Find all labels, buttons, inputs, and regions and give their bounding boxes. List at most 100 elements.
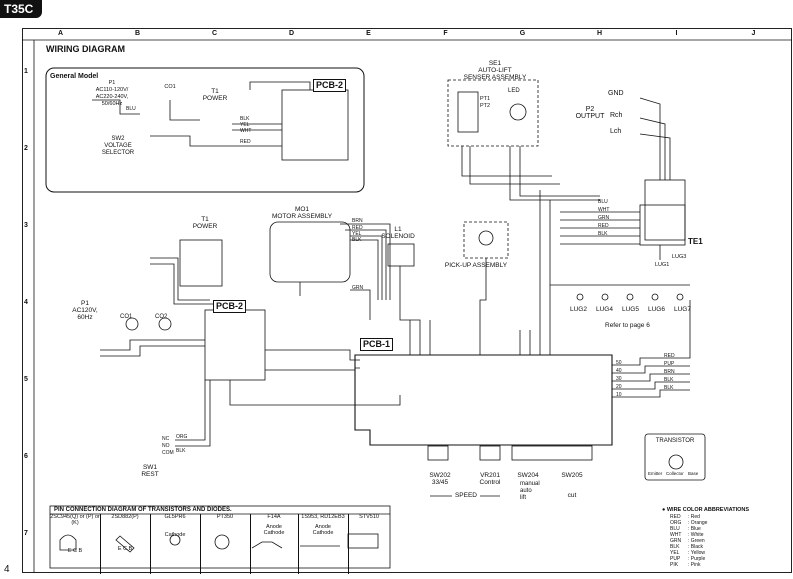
sw1-pin: COM [162, 450, 174, 456]
wire-label: RED [598, 223, 609, 229]
wire-label: BLK [664, 377, 674, 383]
column-header: F [443, 30, 448, 37]
wire-label: GRN [352, 285, 364, 291]
wire-label: RED [352, 225, 363, 231]
transistor-pin: Collector [666, 471, 684, 476]
page-number: 4 [4, 564, 10, 575]
row-header: 4 [24, 299, 28, 306]
diagram-title: WIRING DIAGRAM [46, 44, 125, 54]
pin-cell-name: PT350 [216, 514, 234, 520]
terminal-number: 40 [616, 368, 622, 374]
abbr-list: RED: Red ORG: Orange BLU: Blue WHT: Whit… [670, 514, 707, 568]
column-header: D [288, 30, 295, 37]
pin-cell: 1S953, RD12EB3 Anode Cathode [298, 514, 349, 574]
pickup-label: PICK-UP ASSEMBLY [444, 262, 508, 269]
page-tag: T35C [0, 0, 42, 18]
lug-label: LUG6 [648, 306, 665, 313]
pin-cell-pins: E C B [67, 548, 83, 554]
lug-label: LUG2 [570, 306, 587, 313]
abbr-row: PUP: Purple [670, 556, 706, 562]
lug1-label: LUG1 [655, 262, 670, 268]
wire-label: YEL [352, 231, 362, 237]
pin-cell-name: STV510 [359, 514, 379, 520]
abbr-row: BLU: Blue [670, 526, 701, 532]
te1-label: TE1 [688, 237, 703, 246]
column-header: H [596, 30, 603, 37]
speed-label: SPEED [454, 492, 478, 499]
motor-label: MO1 MOTOR ASSEMBLY [271, 206, 333, 220]
general-p1-label: P1 AC110-120V/ AC220-240V, 50/60Hz [95, 80, 129, 107]
wire-label: YEL [240, 122, 250, 128]
column-header: A [57, 30, 64, 37]
sw205-label: SW205 [561, 472, 583, 479]
abbr-row: GRN: Green [670, 538, 705, 544]
wire-label: GRN [598, 215, 610, 221]
column-header: I [675, 30, 678, 37]
pt-label: PT1 PT2 [480, 96, 491, 109]
wire-label: BLK [664, 385, 674, 391]
abbr-title: ● WIRE COLOR ABBREVIATIONS [662, 507, 750, 513]
lug-label: LUG4 [596, 306, 613, 313]
column-header: E [366, 30, 371, 37]
terminal-number: 30 [616, 376, 622, 382]
wire-label: RED [240, 139, 251, 145]
pin-cell: 2SD882(P) E C B [100, 514, 151, 574]
general-pcb2-tag: PCB-2 [313, 79, 347, 92]
column-header: J [751, 30, 756, 37]
pin-diagram-title: PIN CONNECTION DIAGRAM OF TRANSISTORS AN… [54, 507, 232, 513]
wire-label: WHT [598, 207, 610, 213]
pin-cell-name: 2SC945(Q) or (P) or (K) [50, 514, 100, 526]
row-header: 2 [24, 145, 28, 152]
transistor-pin: Emitter [648, 471, 663, 476]
row-header: 5 [24, 376, 28, 383]
abbr-row: YEL: Yellow [670, 550, 705, 556]
pin-cell-name: 2SD882(P) [111, 514, 139, 520]
se1-label: SE1 AUTO-LIFT SENSER ASSEMBLY [463, 60, 527, 81]
abbr-row: PIK: Pink [670, 562, 701, 568]
pin-cell-pins: E C B [117, 546, 133, 552]
column-header: B [134, 30, 141, 37]
general-co1-label: CO1 [164, 84, 176, 90]
sw1-pin: NO [162, 443, 170, 449]
sw204-modes: manual auto lift [520, 481, 540, 501]
terminal-number: 10 [616, 392, 622, 398]
pin-cell: PT350 [200, 514, 251, 574]
pcb1-tag: PCB-1 [360, 338, 394, 351]
lug3-label: LUG3 [672, 254, 687, 260]
wire-label: BLK [598, 231, 608, 237]
vr201-label: VR201 Control [479, 472, 501, 486]
general-t1-label: T1 POWER [202, 88, 228, 102]
terminal-number: 50 [616, 360, 622, 366]
sw204-label: SW204 [517, 472, 539, 479]
led-label: LED [508, 88, 520, 94]
pin-cell-name: F14A [267, 514, 281, 520]
pin-cell-pins: Anode Cathode [263, 524, 285, 536]
transistor-pin: Base [688, 471, 699, 476]
p1-label: P1 AC120V, 60Hz [72, 300, 98, 321]
cut-label: cut [567, 492, 577, 499]
pin-cell: STV510 [348, 514, 390, 574]
column-header: G [519, 30, 526, 37]
diagram-frame [22, 28, 792, 573]
wire-label: BLK [352, 237, 362, 243]
pin-cell: 2SC945(Q) or (P) or (K) E C B [50, 514, 101, 574]
refer-label: Refer to page 6 [605, 322, 650, 329]
pin-cell-pins: Cathode [164, 532, 186, 538]
row-header: 3 [24, 222, 28, 229]
rch-label: Rch [610, 112, 623, 119]
abbr-row: ORG: Orange [670, 520, 708, 526]
pcb2-tag: PCB-2 [213, 300, 247, 313]
abbr-row: WHT: White [670, 532, 704, 538]
abbr-row: BLK: Black [670, 544, 704, 550]
transistor-title: TRANSISTOR [655, 438, 695, 444]
pin-cell-pins: Anode Cathode [312, 524, 334, 536]
pin-cell-name: GL5PR6 [164, 514, 186, 520]
pin-cell: GL5PR6 Cathode [150, 514, 201, 574]
general-sw2-label: SW2 VOLTAGE SELECTOR [101, 136, 135, 156]
solenoid-label: L1 SOLENOID [381, 226, 415, 240]
wire-label: BRN [664, 369, 675, 375]
terminal-number: 20 [616, 384, 622, 390]
sw1-pin: NC [162, 436, 170, 442]
row-header: 7 [24, 530, 28, 537]
pin-cell: F14A Anode Cathode [250, 514, 299, 574]
